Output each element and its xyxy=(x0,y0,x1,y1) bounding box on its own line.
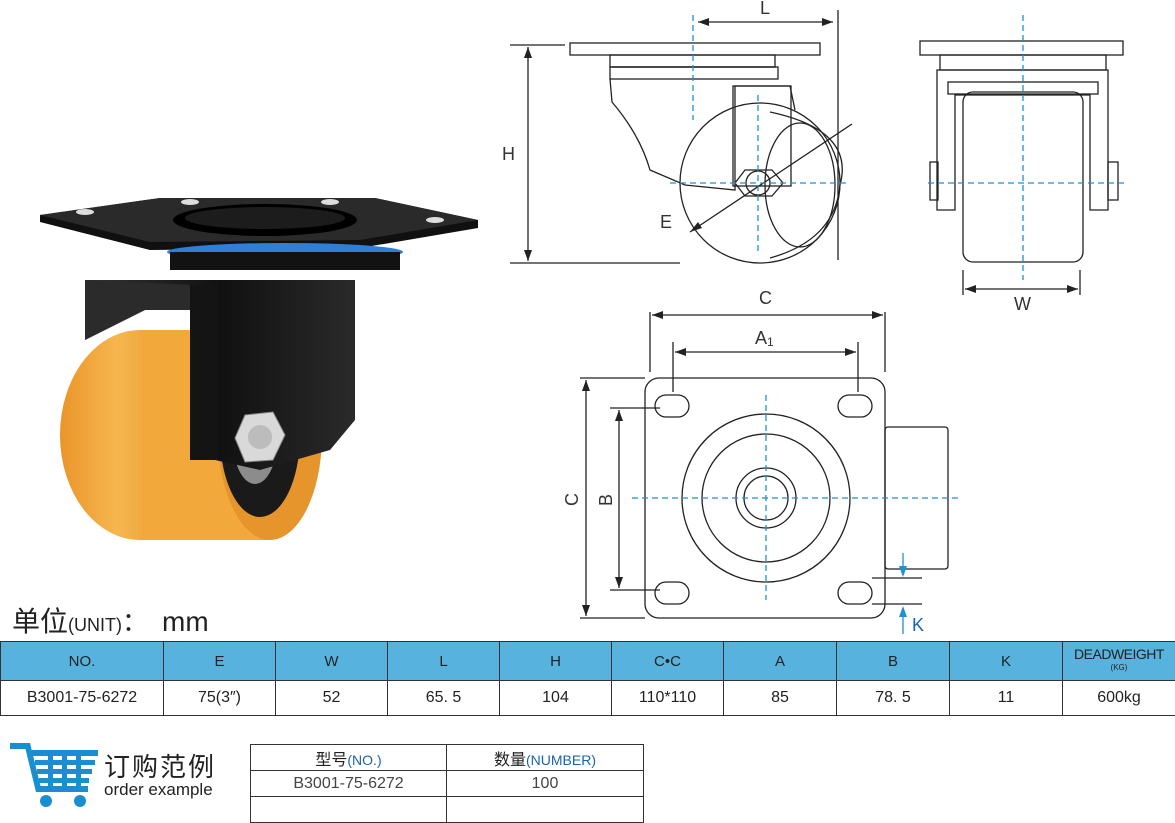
order-cell-qty: 100 xyxy=(446,770,644,797)
shopping-cart-icon xyxy=(10,743,98,807)
plan-view-drawing: C A1 C B K xyxy=(562,288,962,635)
cell-w: 52 xyxy=(275,680,388,716)
order-cell-empty-2 xyxy=(446,796,644,823)
header-e: E xyxy=(163,641,276,681)
cell-e: 75(3″) xyxy=(163,680,276,716)
cell-k: 11 xyxy=(949,680,1063,716)
order-header-qty-en: (NUMBER) xyxy=(526,751,596,768)
dim-label-k: K xyxy=(912,615,924,635)
order-header-model-en: (NO.) xyxy=(347,751,382,768)
order-cell-model: B3001-75-6272 xyxy=(250,770,447,797)
header-deadweight-unit: (KG) xyxy=(1110,663,1128,672)
order-header-model: 型号(NO.) xyxy=(250,744,447,771)
cell-l: 65. 5 xyxy=(387,680,500,716)
cell-deadweight: 600kg xyxy=(1062,680,1175,716)
header-k: K xyxy=(949,641,1063,681)
header-l: L xyxy=(387,641,500,681)
order-header-qty-cn: 数量 xyxy=(493,751,526,769)
bracket xyxy=(85,280,355,470)
spec-header-row: NO. E W L H C•C A B K DEADWEIGHT (KG) xyxy=(0,641,1175,681)
cell-b: 78. 5 xyxy=(836,680,950,716)
spec-table: NO. E W L H C•C A B K DEADWEIGHT (KG) B3… xyxy=(0,641,1175,716)
dim-label-e: E xyxy=(660,212,672,232)
dim-label-b: B xyxy=(596,494,616,506)
cell-no: B3001-75-6272 xyxy=(0,680,164,716)
cell-h: 104 xyxy=(499,680,612,716)
header-h: H xyxy=(499,641,612,681)
top-plate xyxy=(40,198,478,250)
table-row: B3001-75-6272 100 xyxy=(250,770,644,797)
dim-label-a1: A1 xyxy=(755,328,774,349)
unit-colon: ： xyxy=(122,607,149,637)
side-view-drawing: L H E xyxy=(502,0,853,264)
cell-cc: 110*110 xyxy=(611,680,724,716)
header-cc: C•C xyxy=(611,641,724,681)
order-header-row: 型号(NO.) 数量(NUMBER) xyxy=(250,744,644,771)
table-row: B3001-75-6272 75(3″) 52 65. 5 104 110*11… xyxy=(0,680,1175,716)
header-w: W xyxy=(275,641,388,681)
caster-product-illustration xyxy=(40,198,478,540)
dim-label-c-top: C xyxy=(759,288,772,308)
order-cell-empty-1 xyxy=(250,796,447,823)
header-a: A xyxy=(723,641,837,681)
dim-label-h: H xyxy=(502,144,515,164)
header-deadweight: DEADWEIGHT (KG) xyxy=(1062,641,1175,681)
order-example-title-en: order example xyxy=(104,780,213,799)
unit-line: 单位(UNIT)： mm xyxy=(12,600,209,640)
order-header-qty: 数量(NUMBER) xyxy=(446,744,644,771)
unit-value: mm xyxy=(162,606,209,637)
axle-bolt xyxy=(234,411,286,463)
header-deadweight-label: DEADWEIGHT xyxy=(1074,646,1164,662)
front-view-drawing: W xyxy=(919,15,1125,314)
header-b: B xyxy=(836,641,950,681)
unit-label-cn: 单位 xyxy=(12,606,69,637)
dim-label-l: L xyxy=(760,0,770,18)
dim-label-c-side: C xyxy=(562,493,582,506)
order-header-model-cn: 型号 xyxy=(315,751,348,769)
order-example-table: 型号(NO.) 数量(NUMBER) B3001-75-6272 100 xyxy=(250,744,644,823)
table-row xyxy=(250,796,644,823)
header-no: NO. xyxy=(0,641,164,681)
dim-label-w: W xyxy=(1014,294,1031,314)
order-example-title-cn: 订购范例 xyxy=(104,752,217,782)
cell-a: 85 xyxy=(723,680,837,716)
unit-label-en: (UNIT) xyxy=(68,615,122,635)
